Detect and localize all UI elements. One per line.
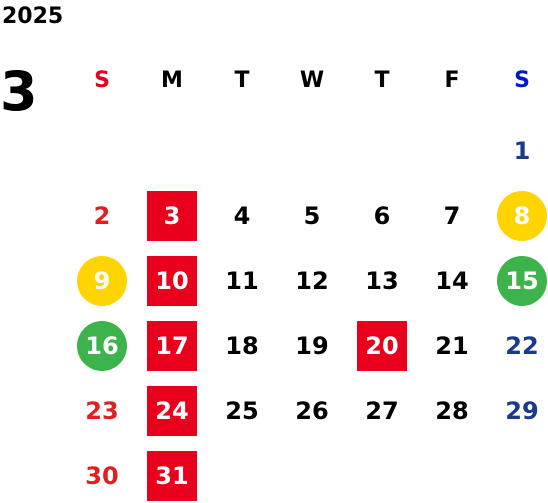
day-cell-23[interactable]: 23 (85, 397, 119, 425)
day-cell-10[interactable]: 10 (147, 256, 197, 306)
weekday-tue: T (234, 68, 250, 93)
day-cell-28[interactable]: 28 (435, 397, 469, 425)
day-cell-3[interactable]: 3 (147, 191, 197, 241)
day-cell-11[interactable]: 11 (225, 267, 259, 295)
day-cell-16[interactable]: 16 (77, 321, 127, 371)
day-cell-24[interactable]: 24 (147, 386, 197, 436)
day-cell-17[interactable]: 17 (147, 321, 197, 371)
day-cell-27[interactable]: 27 (365, 397, 399, 425)
day-cell-12[interactable]: 12 (295, 267, 329, 295)
day-cell-13[interactable]: 13 (365, 267, 399, 295)
day-cell-21[interactable]: 21 (435, 332, 469, 360)
day-cell-30[interactable]: 30 (85, 462, 119, 490)
day-cell-4[interactable]: 4 (233, 202, 251, 230)
weekday-sat: S (514, 68, 530, 93)
day-cell-8[interactable]: 8 (497, 191, 547, 241)
day-cell-2[interactable]: 2 (93, 202, 111, 230)
weekday-sun: S (94, 68, 110, 93)
day-cell-5[interactable]: 5 (303, 202, 321, 230)
day-cell-15[interactable]: 15 (497, 256, 547, 306)
day-cell-7[interactable]: 7 (443, 202, 461, 230)
weekday-fri: F (444, 68, 460, 93)
day-cell-29[interactable]: 29 (505, 397, 539, 425)
day-cell-22[interactable]: 22 (505, 332, 539, 360)
day-cell-25[interactable]: 25 (225, 397, 259, 425)
weekday-wed: W (299, 68, 325, 93)
day-cell-18[interactable]: 18 (225, 332, 259, 360)
day-cell-6[interactable]: 6 (373, 202, 391, 230)
day-cell-20[interactable]: 20 (357, 321, 407, 371)
day-cell-31[interactable]: 31 (147, 451, 197, 501)
day-cell-1[interactable]: 1 (513, 137, 531, 165)
weekday-thu: T (374, 68, 390, 93)
day-cell-9[interactable]: 9 (77, 256, 127, 306)
month-label: 3 (0, 60, 38, 123)
year-label: 2025 (2, 4, 64, 29)
day-cell-26[interactable]: 26 (295, 397, 329, 425)
weekday-mon: M (161, 68, 183, 93)
day-cell-19[interactable]: 19 (295, 332, 329, 360)
day-cell-14[interactable]: 14 (435, 267, 469, 295)
